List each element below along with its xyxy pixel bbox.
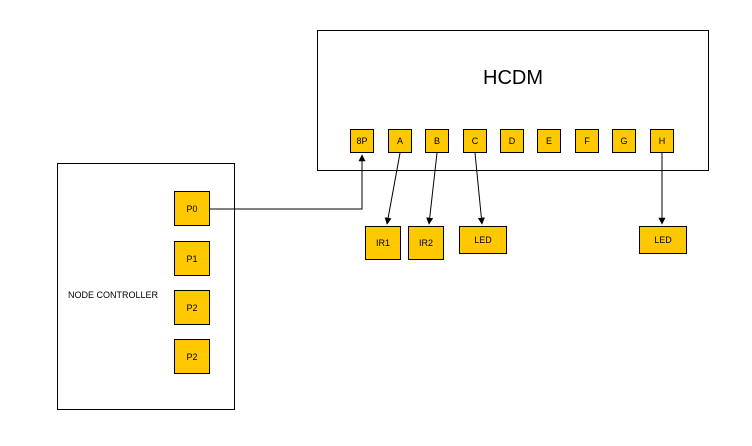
- device-ir2: IR2: [408, 226, 444, 260]
- port-p0: P0: [174, 191, 210, 226]
- hcdm-pin-d: D: [500, 129, 524, 153]
- hcdm-pin-b: B: [425, 129, 449, 153]
- hcdm-pin-c: C: [463, 129, 487, 153]
- hcdm-pin-8p: 8P: [350, 129, 374, 153]
- device-ir1: IR1: [365, 226, 401, 260]
- hcdm-pin-f: F: [575, 129, 599, 153]
- hcdm-pin-a: A: [388, 129, 412, 153]
- node-controller-title: NODE CONTROLLER: [68, 290, 159, 300]
- port-p2: P2: [174, 290, 210, 325]
- hcdm-pin-g: G: [612, 129, 636, 153]
- hcdm-pin-h: H: [650, 129, 674, 153]
- hcdm-pin-e: E: [537, 129, 561, 153]
- device-led-c: LED: [459, 226, 507, 254]
- hcdm-title: HCDM: [483, 67, 543, 89]
- port-p1: P1: [174, 241, 210, 276]
- port-p2-second: P2: [174, 339, 210, 374]
- device-led-h: LED: [639, 226, 687, 254]
